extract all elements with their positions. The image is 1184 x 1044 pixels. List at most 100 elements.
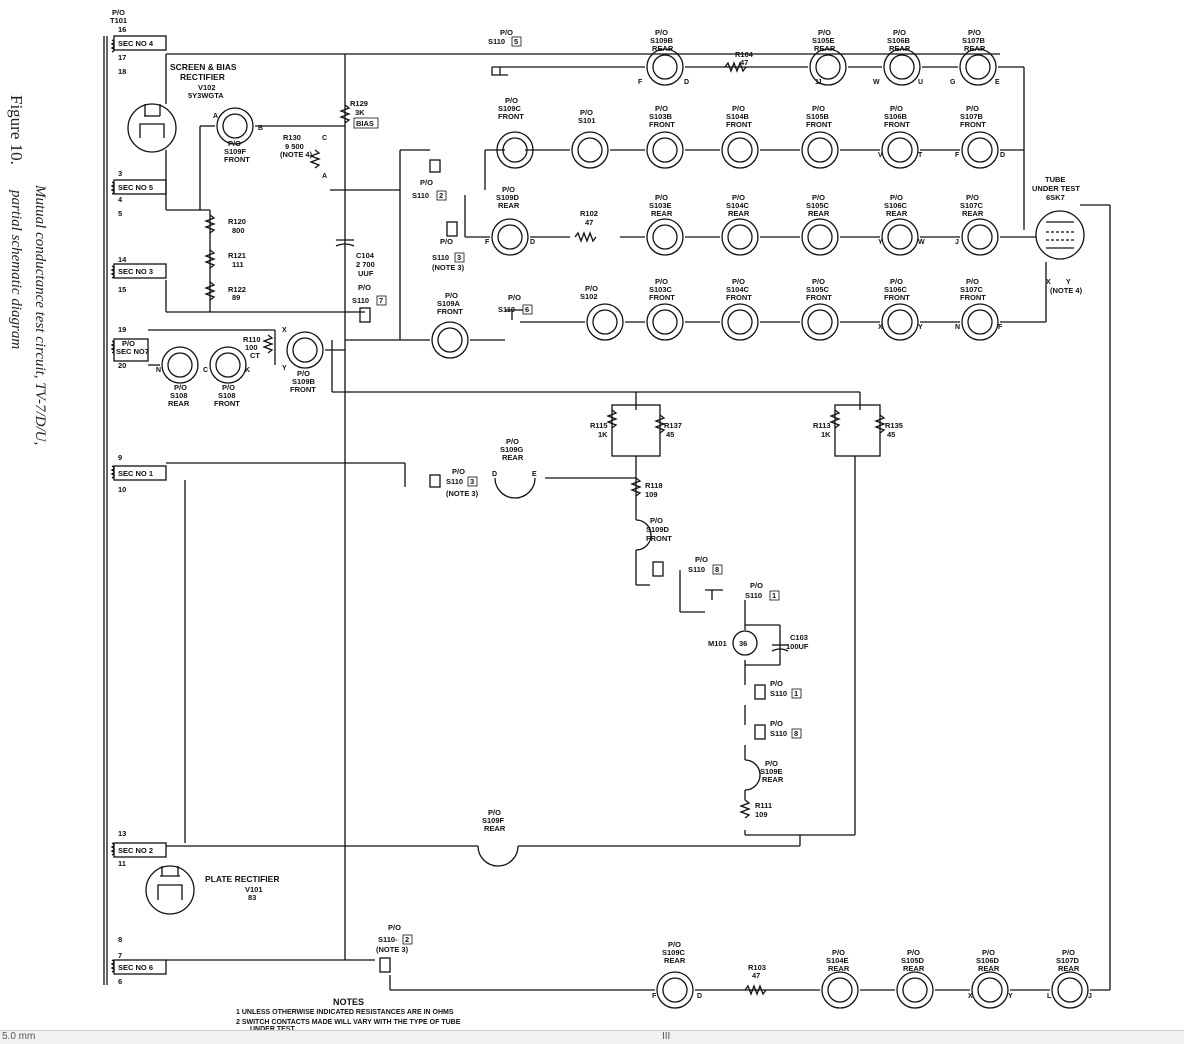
pin-letter-w: W — [873, 79, 880, 86]
pin-14: 14 — [118, 255, 127, 264]
pin-letter-x2: X — [282, 327, 287, 334]
v101-type: 83 — [248, 893, 256, 902]
pin-letter-d5: D — [697, 993, 702, 1000]
sec-no2-label: SEC NO 2 — [118, 846, 153, 855]
s110-1-po: P/O — [750, 581, 763, 590]
switch-blades — [359, 66, 766, 973]
r110-value: 100 — [245, 343, 258, 352]
s110-1-label: S110 — [745, 591, 762, 600]
s109f-rear-label: S109F — [482, 816, 505, 825]
pin-letter-y3: Y — [282, 365, 287, 372]
s103c-label: S103C — [649, 285, 673, 294]
r115-label: R115 — [590, 421, 608, 430]
figure-title-line2: partial schematic diagram — [8, 190, 24, 350]
pin-letter-x3: X — [968, 993, 973, 1000]
pin-letter-u: U — [918, 79, 923, 86]
s105d-po: P/O — [907, 948, 920, 957]
r111-value: 109 — [755, 810, 768, 819]
s104c-front-front: FRONT — [726, 293, 752, 302]
pin-letter-j: J — [955, 239, 959, 246]
r118-label: R118 — [645, 481, 663, 490]
arc-contacts — [477, 477, 761, 867]
s108-front-label: S108 — [218, 391, 236, 400]
pin-letter-d4: D — [492, 471, 497, 478]
s107c-po: P/O — [966, 193, 979, 202]
s110-7-label: S110 — [352, 296, 369, 305]
pin-letter-d: D — [684, 79, 689, 86]
s106d-rear: REAR — [978, 964, 1000, 973]
c103-value: 100UF — [786, 642, 809, 651]
s110-8b-box: 8 — [794, 729, 798, 738]
s105c-rear: REAR — [808, 209, 830, 218]
s110-7-box: 7 — [379, 296, 383, 305]
pin-letter-f4: F — [998, 324, 1003, 331]
s109f-label: S109F — [224, 147, 247, 156]
bias-box — [353, 117, 379, 129]
pin-letter-f5: F — [652, 993, 657, 1000]
s107b-front-po: P/O — [966, 104, 979, 113]
meter-m101 — [732, 630, 758, 656]
pin-letter-t: T — [918, 152, 923, 159]
s105c-front-po: P/O — [812, 277, 825, 286]
s107b-label: S107B — [962, 36, 986, 45]
s110-5-box: 5 — [514, 37, 518, 46]
r102-label: R102 — [580, 209, 598, 218]
v101-tube — [145, 865, 195, 915]
pin-18: 18 — [118, 67, 126, 76]
s109b-po: P/O — [655, 28, 668, 37]
s103c-po: P/O — [655, 277, 668, 286]
s110-3-box: 3 — [457, 253, 461, 262]
s110-2b-label: S110- — [378, 935, 398, 944]
r120-value: 800 — [232, 226, 245, 235]
s110-8-box: 8 — [715, 565, 719, 574]
pin-letter-c: C — [322, 135, 327, 142]
s110-1b-box: 1 — [794, 689, 798, 698]
s105c-front-label: S105C — [806, 285, 830, 294]
s110-2-label: S110 — [412, 191, 429, 200]
s105b-po: P/O — [812, 104, 825, 113]
t101-label: T101 — [110, 16, 127, 25]
s110-8b-po: P/O — [770, 719, 783, 728]
s110-3b-label: S110 — [446, 477, 463, 486]
s109a-front: FRONT — [437, 307, 463, 316]
pin-letter-n: N — [955, 324, 960, 331]
s109c-po: P/O — [505, 96, 518, 105]
s109g-rear: REAR — [502, 453, 524, 462]
switch-rotors — [161, 48, 1089, 1009]
v102-label: V102 — [198, 83, 216, 92]
r113-label: R113 — [813, 421, 831, 430]
pin-letter-e2: E — [532, 471, 537, 478]
s110-1-box: 1 — [772, 591, 776, 600]
s109f-rear-po: P/O — [488, 808, 501, 817]
scroll-thumb-marks[interactable]: III — [662, 1031, 671, 1042]
s105c-front-front: FRONT — [806, 293, 832, 302]
r103-value: 47 — [752, 971, 760, 980]
r104-label: R104 — [735, 50, 754, 59]
v102-type: 5Y3WGTA — [188, 91, 224, 100]
screen-bias-label: SCREEN & BIAS — [170, 62, 237, 72]
s108-front-front: FRONT — [214, 399, 240, 408]
r102-value: 47 — [585, 218, 593, 227]
s107d-label: S107D — [1056, 956, 1080, 965]
r110-ct: CT — [250, 351, 260, 360]
c104-label: C104 — [356, 251, 375, 260]
r122-value: 89 — [232, 293, 240, 302]
s108-rear-po: P/O — [174, 383, 187, 392]
s110-8-label: S110 — [688, 565, 705, 574]
s106d-label: S106D — [976, 956, 1000, 965]
pin-11: 11 — [118, 859, 126, 868]
s107b-po: P/O — [968, 28, 981, 37]
pin-letter-d3: D — [530, 239, 535, 246]
s109d-rear: REAR — [498, 201, 520, 210]
s107d-rear: REAR — [1058, 964, 1080, 973]
ruler-measure: 5.0 mm — [2, 1031, 36, 1042]
viewer-status-bar: 5.0 mm III — [0, 1030, 1184, 1044]
tube-note4: (NOTE 4) — [1050, 286, 1083, 295]
s110-2b-box: 2 — [405, 935, 409, 944]
r129-label: R129 — [350, 99, 368, 108]
s109d-label: S109D — [496, 193, 520, 202]
s109b-front-label: S109B — [292, 377, 316, 386]
sec-no1-label: SEC NO 1 — [118, 469, 153, 478]
pin-letter-y2: Y — [918, 324, 923, 331]
s107b-front-front: FRONT — [960, 120, 986, 129]
